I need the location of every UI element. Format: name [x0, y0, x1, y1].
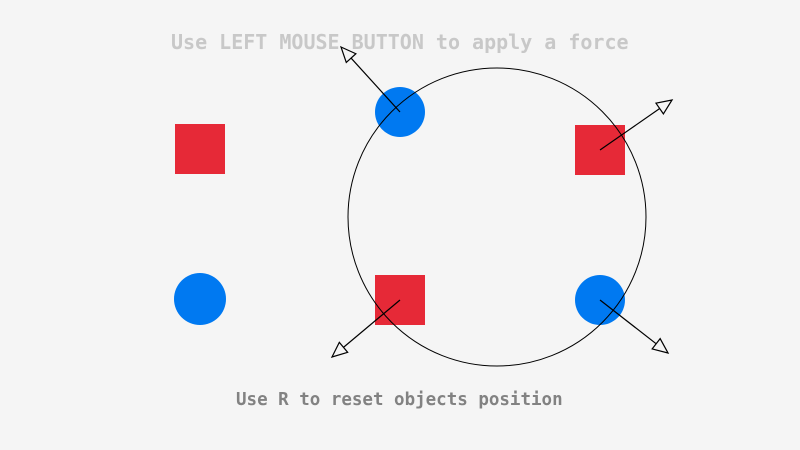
- physics-box-box-left[interactable]: [175, 124, 225, 174]
- instruction-apply-force-text: Use LEFT MOUSE BUTTON to apply a force: [171, 30, 629, 54]
- force-arrow-line-1: [599, 102, 668, 151]
- force-arrow-head-2: [330, 341, 349, 358]
- force-arrow-line-2: [336, 299, 401, 354]
- boundary-circle: [347, 67, 647, 367]
- force-arrow-head-1: [654, 99, 674, 115]
- instruction-reset-text: Use R to reset objects position: [236, 390, 563, 410]
- force-arrow-head-0: [339, 45, 357, 64]
- force-arrow-line-3: [599, 299, 664, 350]
- physics-ball-ball-left[interactable]: [174, 273, 226, 325]
- force-arrow-line-0: [344, 51, 401, 113]
- force-arrow-head-3: [651, 337, 670, 354]
